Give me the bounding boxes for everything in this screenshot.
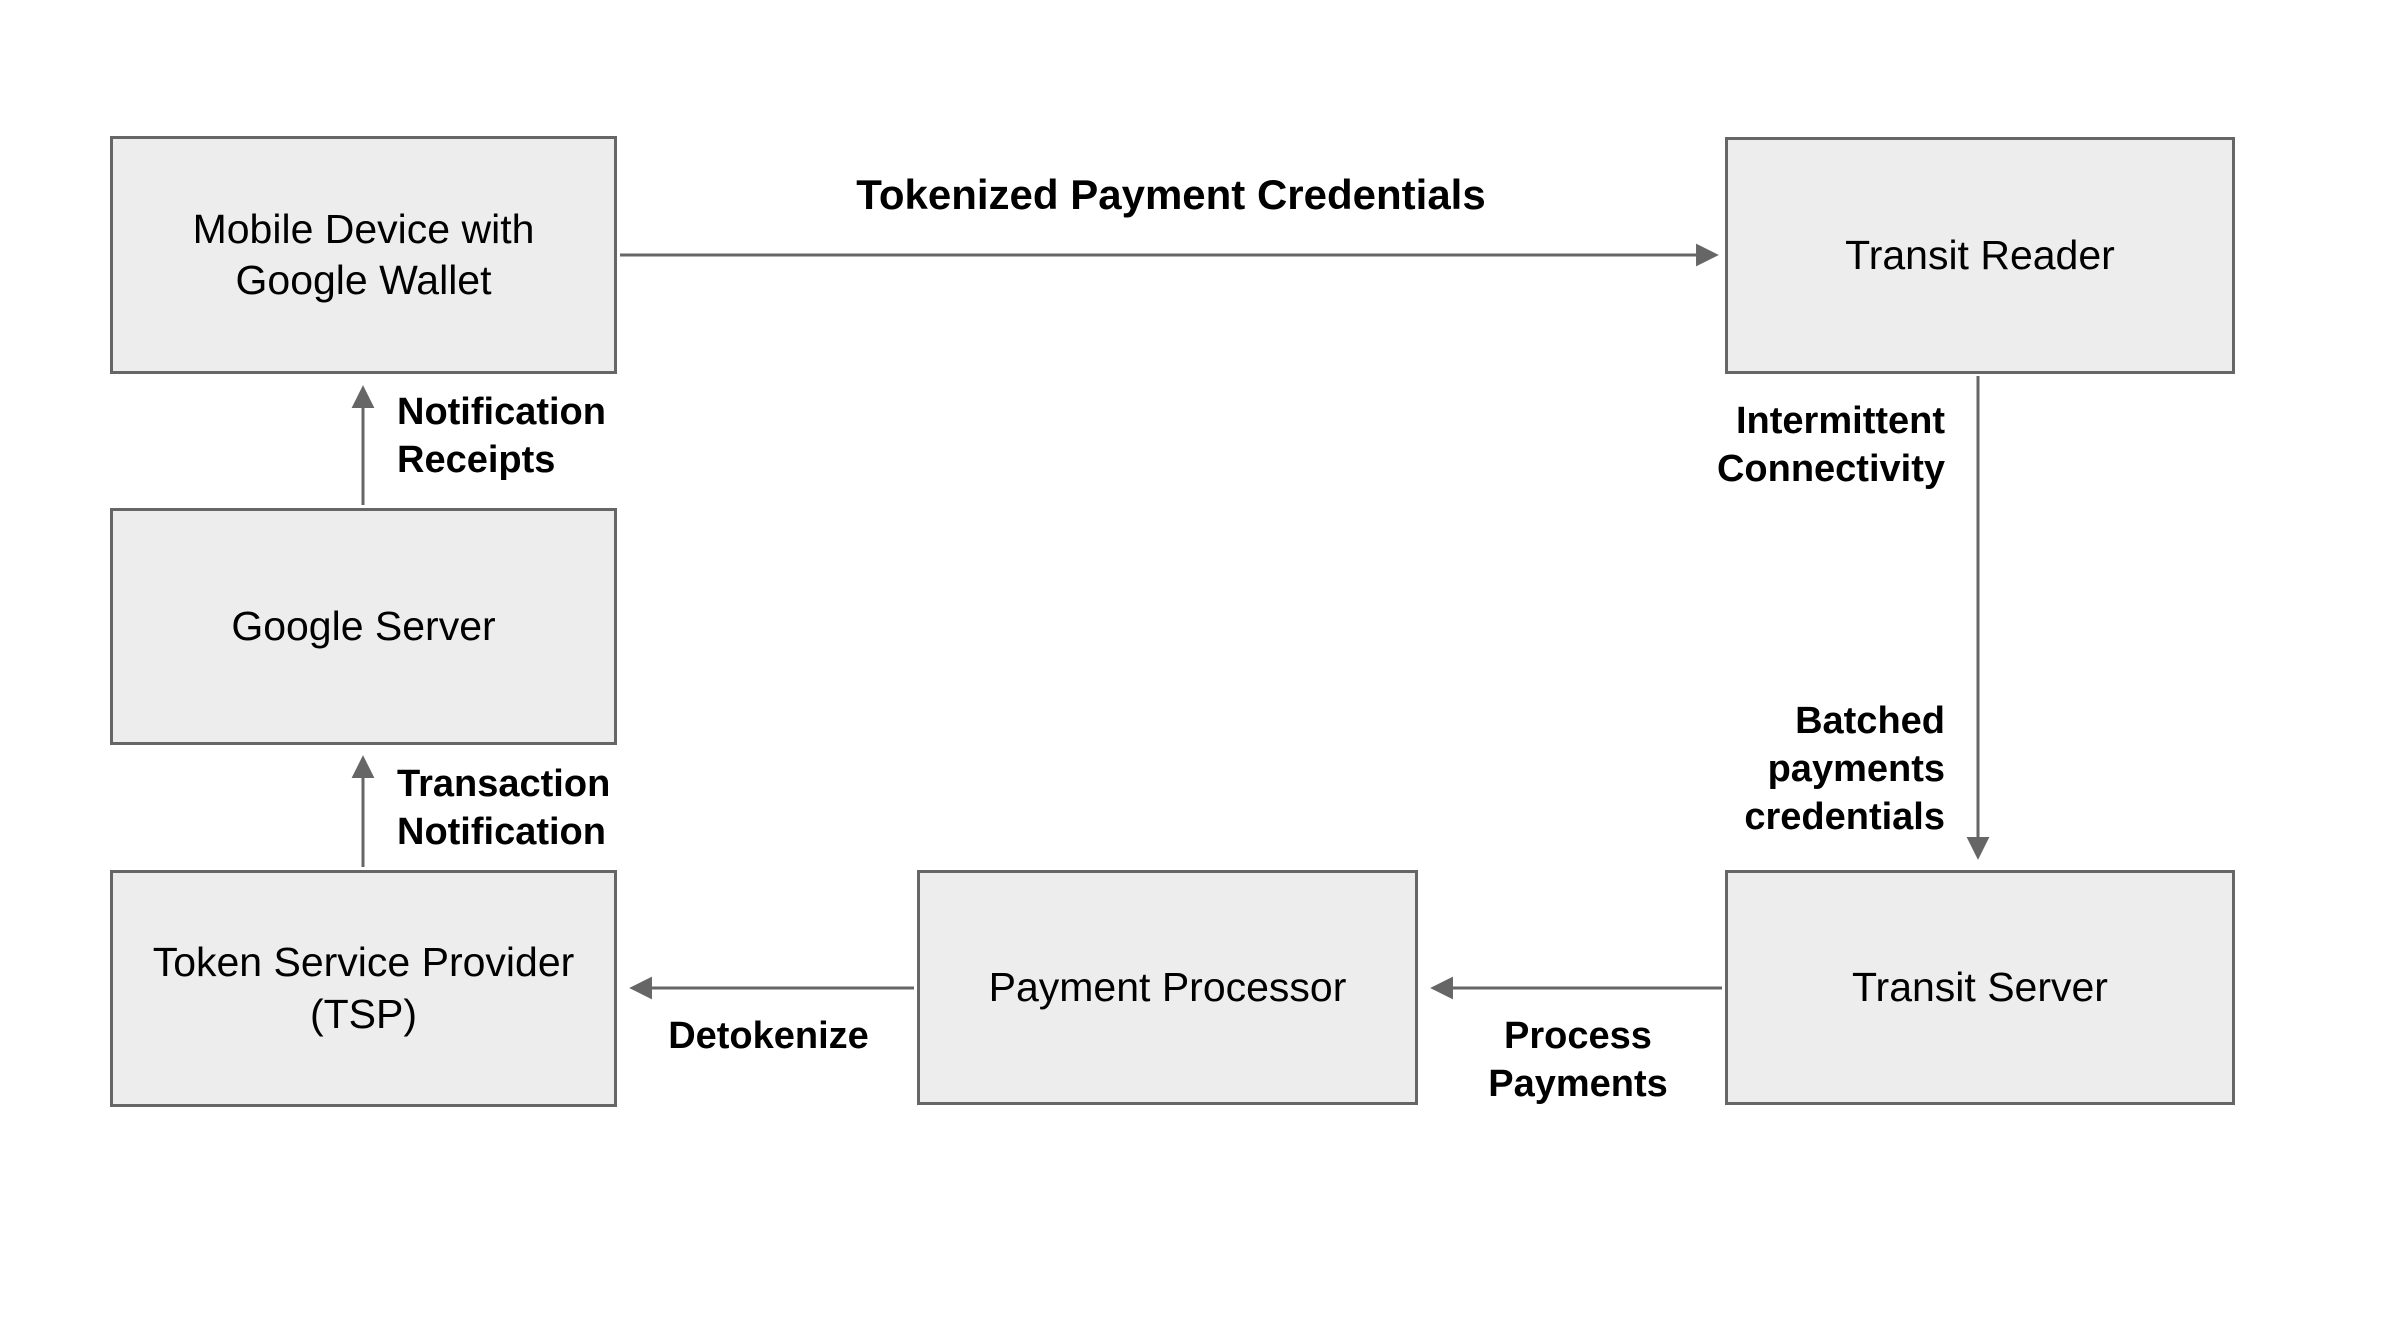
node-transit-server: Transit Server xyxy=(1725,870,2235,1105)
edge-label-batched-payments-credentials: Batched payments credentials xyxy=(1744,700,1945,838)
node-label: Transit Reader xyxy=(1845,231,2115,278)
node-label: Mobile Device with Google Wallet xyxy=(192,205,535,303)
node-payment-processor: Payment Processor xyxy=(917,870,1418,1105)
edge-label-process-payments: Process Payments xyxy=(1488,1015,1668,1105)
node-label: Payment Processor xyxy=(988,963,1347,1010)
node-mobile-device-google-wallet: Mobile Device with Google Wallet xyxy=(110,136,617,374)
edge-label-tokenized-payment-credentials: Tokenized Payment Credentials xyxy=(856,171,1486,218)
node-label: Token Service Provider (TSP) xyxy=(152,939,575,1037)
node-label: Google Server xyxy=(231,602,496,649)
edge-label-transaction-notification: Transaction Notification xyxy=(397,763,611,853)
node-google-server: Google Server xyxy=(110,508,617,745)
node-transit-reader: Transit Reader xyxy=(1725,137,2235,374)
node-token-service-provider: Token Service Provider (TSP) xyxy=(110,870,617,1107)
edge-label-notification-receipts: Notification Receipts xyxy=(397,391,606,481)
edge-label-detokenize: Detokenize xyxy=(668,1015,869,1057)
node-label: Transit Server xyxy=(1852,963,2108,1010)
edge-label-intermittent-connectivity: Intermittent Connectivity xyxy=(1716,400,1945,490)
